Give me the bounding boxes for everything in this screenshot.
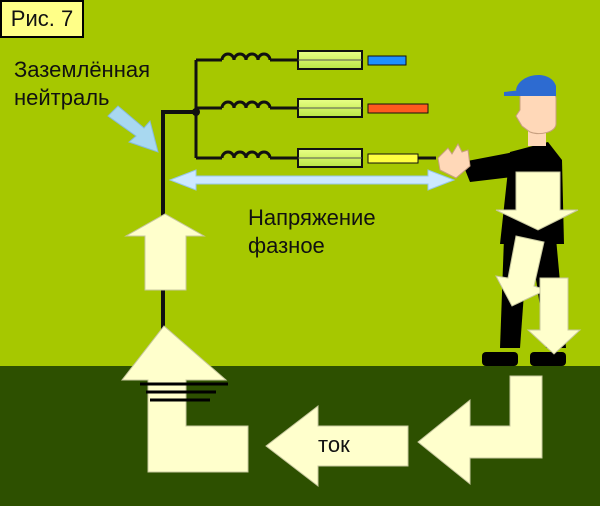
current-label: ток — [318, 432, 350, 457]
cap-icon — [516, 74, 556, 96]
inductor-coil-icon — [220, 150, 272, 159]
body-arrow-leg-left — [495, 235, 548, 307]
voltage-label-line-2: фазное — [248, 233, 325, 258]
neutral-label: Заземлённая нейтраль — [14, 56, 150, 112]
body-arrow-leg-right — [526, 277, 582, 355]
l-arrow-from-worker — [417, 375, 543, 486]
neutral-label-line-2: нейтраль — [14, 85, 110, 110]
voltage-double-arrow — [168, 169, 456, 191]
inductor-coil-icon — [220, 52, 272, 61]
phase-a-terminal — [367, 55, 407, 66]
phase-line-1 — [196, 50, 407, 70]
body-arrow-torso — [495, 171, 579, 231]
phase-line-3 — [196, 148, 436, 168]
phase-line-2 — [196, 98, 429, 118]
neutral-junction — [192, 108, 200, 116]
voltage-label-line-1: Напряжение — [248, 205, 376, 230]
up-arrow-neutral — [124, 213, 206, 291]
inductor-coil-icon — [220, 100, 272, 109]
phase-b-terminal — [367, 103, 429, 114]
ground-electrode-icon — [140, 382, 228, 402]
neutral-pointer-arrow — [107, 105, 159, 153]
neutral-label-line-1: Заземлённая — [14, 57, 150, 82]
phase-c-terminal — [367, 153, 419, 164]
left-arrow-current — [265, 404, 409, 488]
body-current-arrows — [495, 171, 582, 355]
voltage-label: Напряжение фазное — [248, 204, 376, 260]
figure-label: Рис. 7 — [0, 0, 84, 38]
